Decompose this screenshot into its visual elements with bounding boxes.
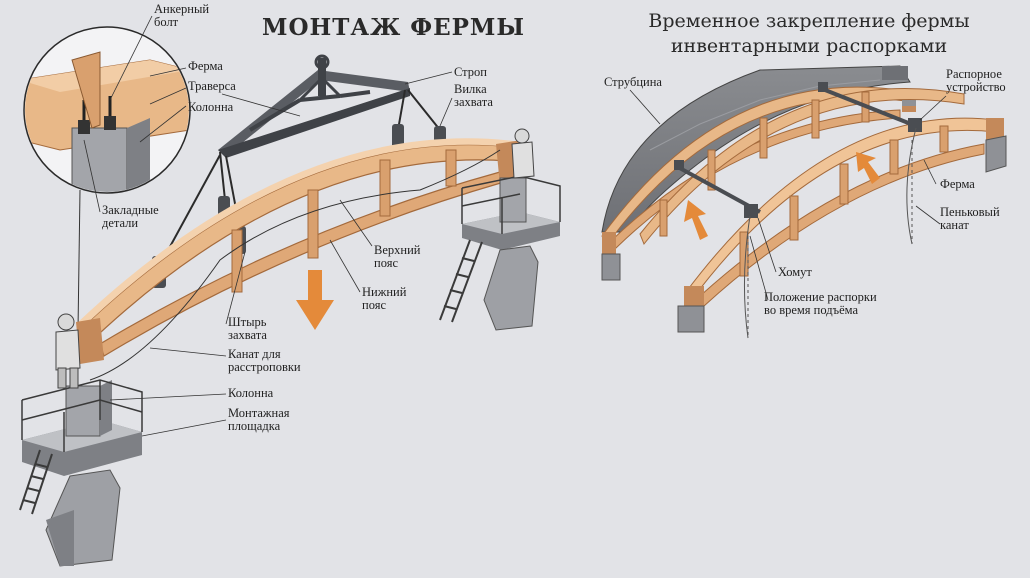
label-hemp-rope: Пеньковый канат	[940, 206, 1000, 232]
right-title-line-1: Временное закрепление фермы	[604, 9, 1014, 34]
label-embedded-line-2: детали	[102, 217, 159, 230]
label-hemp-rope-line-2: канат	[940, 219, 1000, 232]
label-truss-detail: Ферма	[188, 60, 223, 73]
label-release-rope-line-2: расстроповки	[228, 361, 301, 374]
label-fork: Вилка захвата	[454, 83, 493, 109]
label-fork-line-2: захвата	[454, 96, 493, 109]
label-spacer-device-line-2: устройство	[946, 81, 1006, 94]
label-platform: Монтажная площадка	[228, 407, 290, 433]
label-spacer-position: Положение распорки во время подъёма	[764, 291, 877, 317]
label-grip-pin-line-2: захвата	[228, 329, 267, 342]
right-title: Временное закрепление фермы инвентарными…	[604, 9, 1014, 59]
label-truss-right: Ферма	[940, 178, 975, 191]
label-anchor-bolt-line-2: болт	[154, 16, 209, 29]
right-title-line-2: инвентарными распорками	[604, 34, 1014, 59]
traverse	[218, 56, 410, 158]
label-platform-line-2: площадка	[228, 420, 290, 433]
label-lower-chord-line-2: пояс	[362, 299, 406, 312]
label-spacer-position-line-2: во время подъёма	[764, 304, 877, 317]
label-embedded-parts: Закладные детали	[102, 204, 159, 230]
label-column-detail: Колонна	[188, 101, 233, 114]
label-upper-chord: Верхний пояс	[374, 244, 420, 270]
label-column: Колонна	[228, 387, 273, 400]
label-anchor-bolt: Анкерный болт	[154, 3, 209, 29]
label-upper-chord-line-2: пояс	[374, 257, 420, 270]
label-sling: Строп	[454, 66, 487, 79]
label-clamp: Струбцина	[604, 76, 662, 89]
down-arrow-icon	[296, 270, 334, 330]
label-release-rope: Канат для расстроповки	[228, 348, 301, 374]
label-grip-pin: Штырь захвата	[228, 316, 267, 342]
main-title: МОНТАЖ ФЕРМЫ	[262, 14, 525, 41]
label-collar: Хомут	[778, 266, 812, 279]
label-spacer-device: Распорное устройство	[946, 68, 1006, 94]
label-traverse: Траверса	[188, 80, 236, 93]
label-lower-chord: Нижний пояс	[362, 286, 406, 312]
